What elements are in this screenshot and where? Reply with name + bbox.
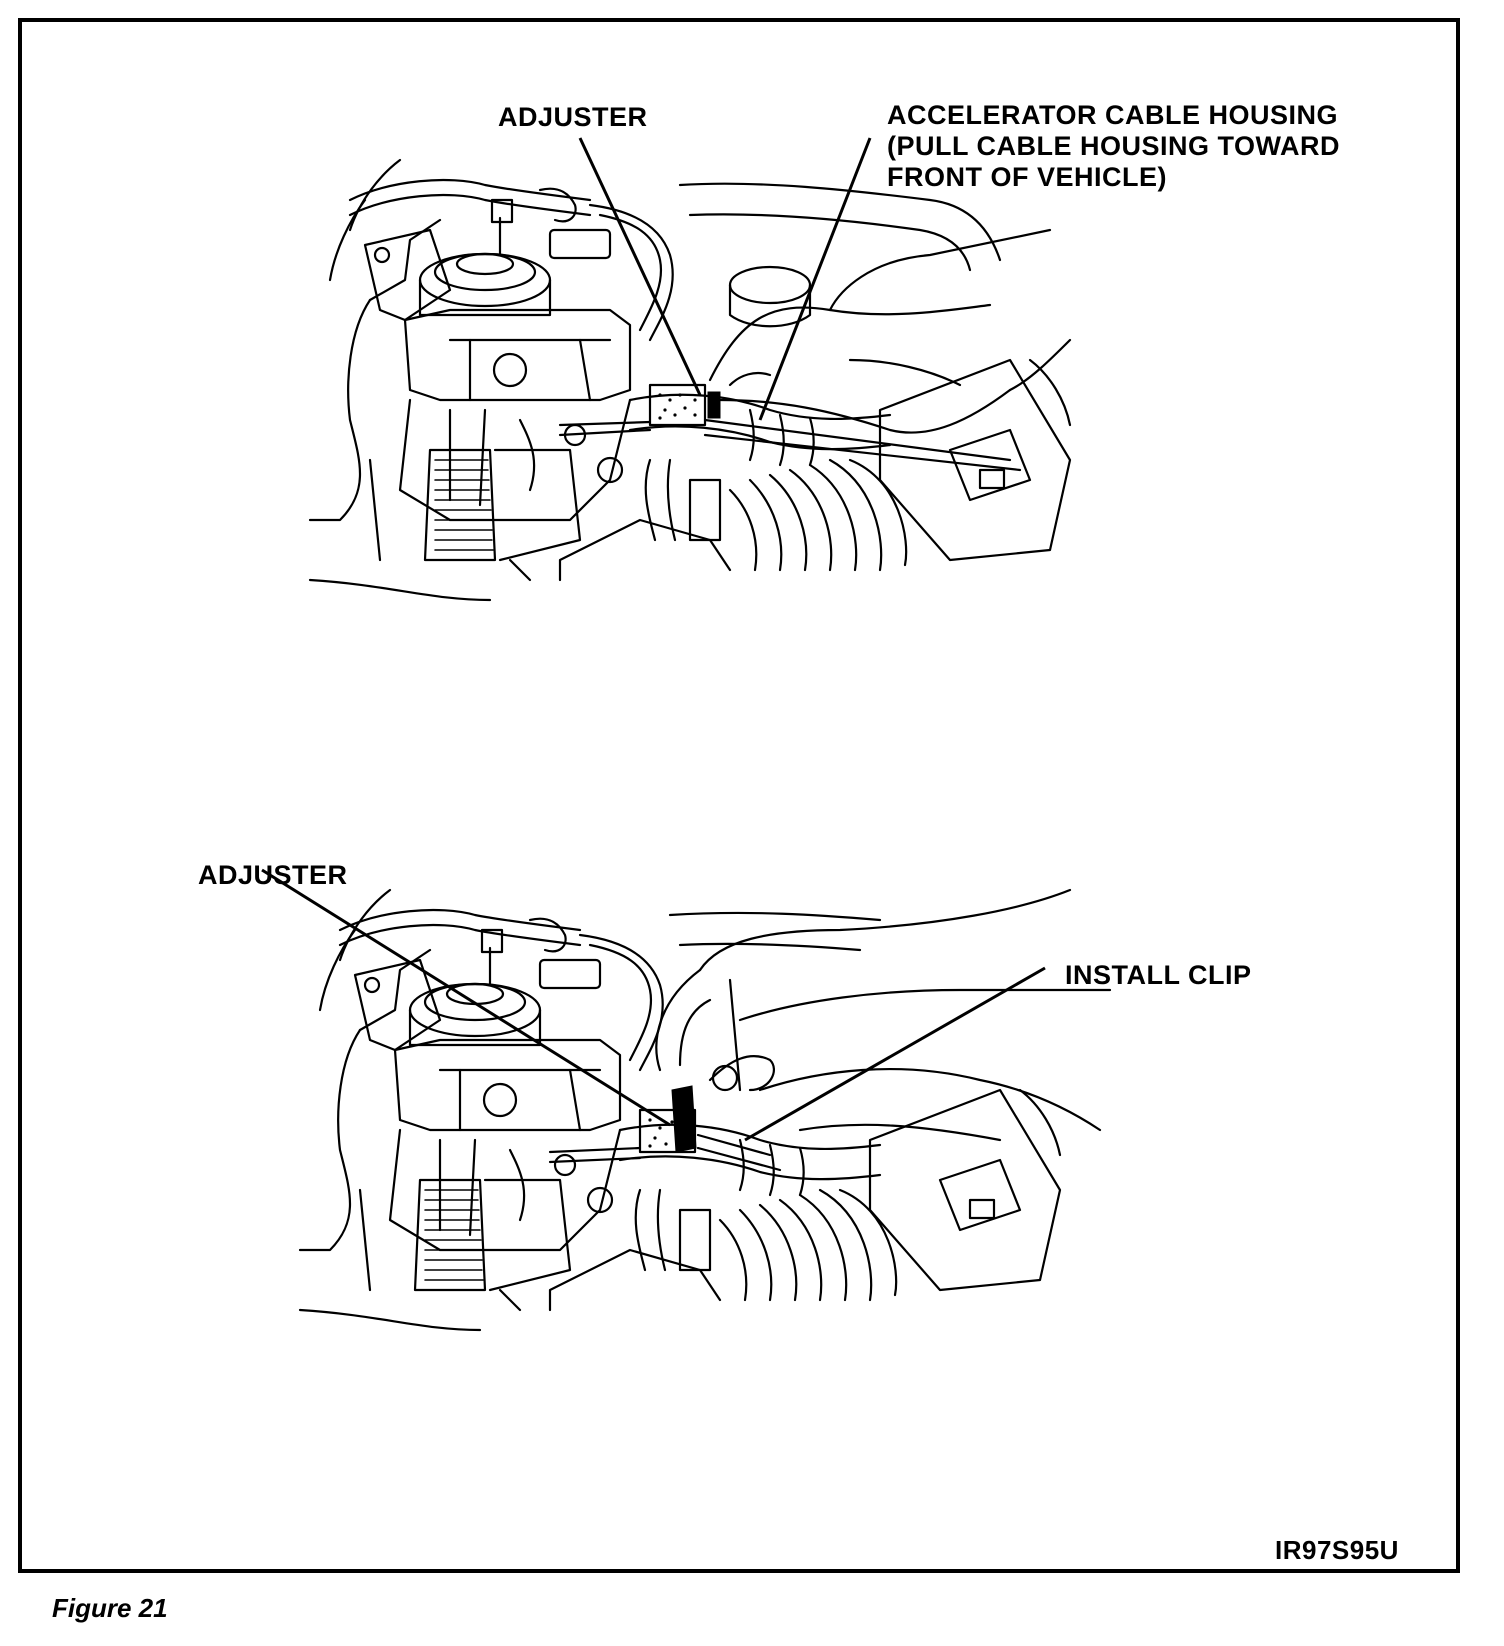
- label-adjuster-bottom: ADJUSTER: [198, 860, 348, 890]
- leader-adjuster-bottom: [261, 868, 671, 1127]
- leader-adjuster-top: [578, 137, 702, 396]
- label-adjuster-top: ADJUSTER: [498, 102, 648, 132]
- figure-frame: [18, 18, 1460, 1573]
- bottom-engine-drawing: [298, 888, 1112, 1332]
- top-engine-drawing: [308, 158, 1072, 602]
- leader-install-clip: [744, 966, 1046, 1142]
- figure-code: IR97S95U: [1275, 1535, 1399, 1565]
- leader-cable-housing: [758, 137, 872, 421]
- label-install-clip: INSTALL CLIP: [1065, 960, 1252, 990]
- label-accelerator-cable-housing: ACCELERATOR CABLE HOUSING (PULL CABLE HO…: [887, 100, 1341, 192]
- figure-caption: Figure 21: [52, 1593, 168, 1623]
